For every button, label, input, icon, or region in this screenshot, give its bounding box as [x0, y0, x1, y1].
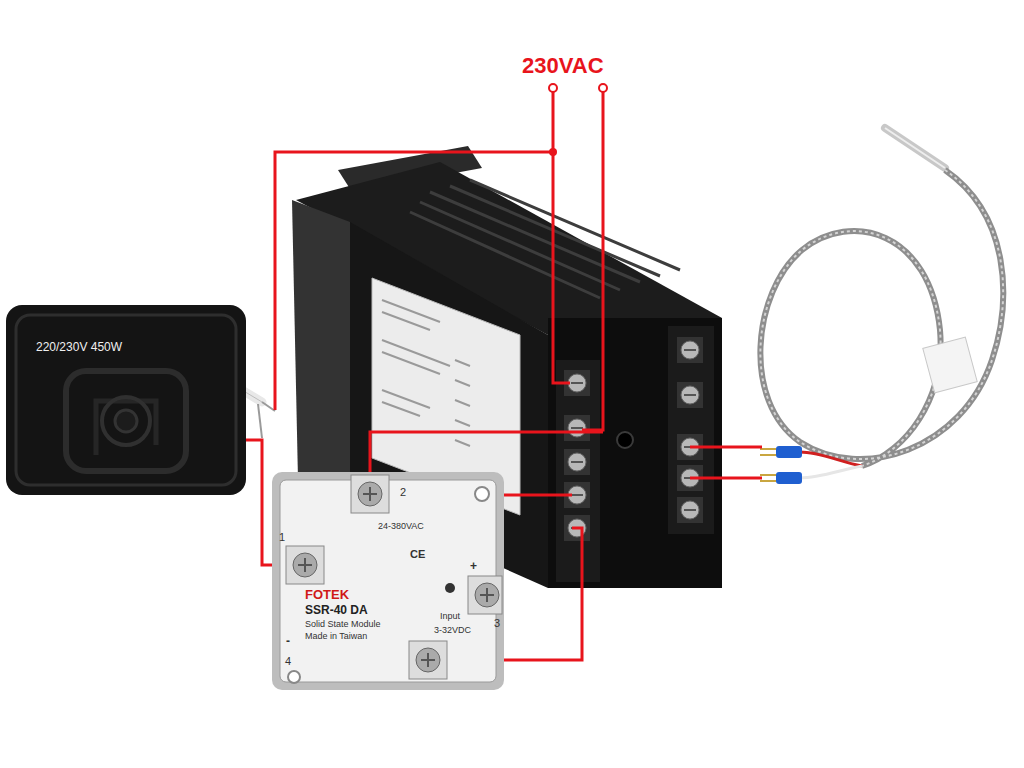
- ssr-body-art: [286, 546, 324, 584]
- pid-controller: [668, 326, 714, 534]
- terminal-screw: [684, 509, 696, 511]
- ssr-body-art: [298, 558, 312, 572]
- ssr-body-art: [272, 472, 504, 690]
- pid-controller: [617, 432, 633, 448]
- ssr-body-art: [480, 588, 494, 602]
- terminal-screw: [677, 382, 703, 408]
- thermocouple-probe: [885, 128, 945, 168]
- solid-state-relay: FOTEK SSR-40 DA Solid State ModuleMade in …: [272, 472, 504, 690]
- ssr-body-art: [288, 671, 300, 683]
- heater-pad-art: [102, 397, 150, 445]
- pid-controller: [556, 360, 600, 582]
- wire-connector: [246, 440, 272, 565]
- thermocouple-probe: [776, 472, 802, 484]
- thermocouple-probe: [800, 466, 862, 478]
- terminal-number: 3: [494, 617, 500, 629]
- thermocouple-probe: [760, 170, 1003, 466]
- terminal-screw: [571, 427, 583, 429]
- ssr-body-art: [351, 475, 389, 513]
- terminal-screw: [571, 461, 583, 463]
- power-wires: [549, 148, 557, 156]
- ssr-body-art: [421, 653, 435, 667]
- thermocouple-probe: [885, 128, 945, 168]
- pid-controller: [382, 300, 470, 446]
- polarity-sign: -: [286, 635, 290, 648]
- terminal-screw: [677, 497, 703, 523]
- power-wires: [549, 84, 557, 92]
- brand-text: FOTEK: [305, 588, 349, 602]
- power-wires: [553, 152, 570, 383]
- ssr-body-art: [293, 553, 317, 577]
- heater-pad-art: [6, 305, 246, 495]
- thermocouple-probe: [923, 337, 977, 393]
- ssr-body-art: [272, 472, 504, 690]
- heater-pad-art: [16, 315, 236, 485]
- power-wires: [275, 88, 553, 410]
- terminal-screw: [564, 449, 590, 475]
- terminal-screw: [568, 419, 586, 437]
- power-wires: [690, 447, 762, 478]
- heater-leads: [258, 404, 262, 438]
- heater-leads: [262, 402, 275, 411]
- terminal-screw: [677, 337, 703, 363]
- terminal-screw: [681, 501, 699, 519]
- heater-pad-art: [66, 371, 186, 471]
- ssr-body-art: [409, 641, 447, 679]
- terminal-screw: [681, 386, 699, 404]
- input-text: Input: [440, 612, 460, 622]
- ssr-body-art: [475, 487, 489, 501]
- terminal-screw: [681, 341, 699, 359]
- ssr-body-art: [468, 576, 502, 614]
- terminal-screw: [684, 349, 696, 351]
- type-text: Solid State Module: [305, 620, 381, 630]
- terminal-screw: [568, 453, 586, 471]
- ssr-body-art: [363, 487, 377, 501]
- terminal-screw: [564, 415, 590, 441]
- ssr-body-art: [358, 482, 382, 506]
- pid-controller: [292, 200, 350, 500]
- terminal-screw: [571, 382, 583, 384]
- terminal-number: 1: [279, 531, 285, 543]
- power-wires: [599, 84, 607, 92]
- thermocouple-probe: [760, 449, 776, 481]
- polarity-sign: +: [470, 560, 477, 573]
- thermocouple-probe: [760, 170, 1003, 466]
- terminal-screw: [684, 394, 696, 396]
- pid-controller: [548, 318, 722, 588]
- supply-label: 230VAC: [522, 54, 604, 78]
- terminal-number: 2: [400, 486, 406, 498]
- ssr-body-art: [445, 583, 455, 593]
- terminal-number: 4: [285, 655, 291, 667]
- model-text: SSR-40 DA: [305, 604, 368, 617]
- heater-pad-art: [115, 410, 137, 432]
- thermocouple-probe: [776, 446, 802, 458]
- rating-text: 220/230V 450W: [36, 341, 122, 354]
- terminal-screw: [564, 337, 703, 541]
- heater-pad-art: [6, 305, 246, 495]
- terminal-screw: [568, 374, 586, 392]
- cert-mark: CE: [410, 548, 425, 560]
- thermocouple-probe: [760, 128, 1003, 484]
- input-voltage-text: 3-32VDC: [434, 626, 471, 636]
- terminal-screw: [571, 494, 583, 496]
- origin-text: Made in Taiwan: [305, 632, 367, 642]
- heater-pad: 220/230V 450W: [6, 305, 246, 495]
- ssr-body-art: [475, 583, 499, 607]
- load-voltage-text: 24-380VAC: [378, 522, 424, 532]
- thermocouple-probe: [800, 452, 862, 466]
- ssr-body-art: [416, 648, 440, 672]
- power-wires: [582, 88, 603, 430]
